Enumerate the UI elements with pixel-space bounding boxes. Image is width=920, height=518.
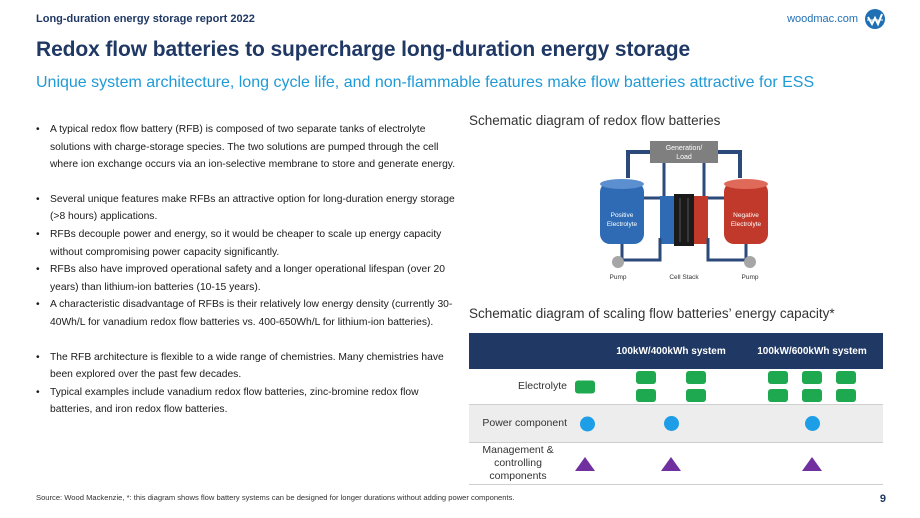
positive-tank: [600, 182, 644, 244]
woodmac-logo-icon: [865, 9, 885, 29]
negative-tank-top: [724, 179, 768, 189]
row-label-cell: Management & controlling components: [469, 443, 601, 484]
negative-label-line2: Electrolyte: [731, 221, 762, 228]
management-unit-icon: [661, 456, 681, 471]
management-legend-icon: [575, 456, 595, 471]
management-sys2-cell: [741, 443, 883, 484]
page-title: Redox flow batteries to supercharge long…: [36, 38, 691, 61]
bullet-list: A typical redox flow battery (RFB) is co…: [36, 121, 456, 419]
management-sys1-cell: [601, 443, 741, 484]
electrolyte-unit-icon: [686, 371, 706, 384]
pump-left-label: Pump: [610, 274, 627, 281]
bullet-item: RFBs decouple power and energy, so it wo…: [36, 226, 456, 261]
electrolyte-unit-icon: [836, 389, 856, 402]
bullet-item: A characteristic disadvantage of RFBs is…: [36, 296, 456, 331]
electrolyte-unit-icon: [802, 371, 822, 384]
cell-stack-right: [694, 196, 708, 244]
cell-stack-left: [660, 196, 674, 244]
row-label-management: Management & controlling components: [482, 444, 554, 482]
cell-stack-label: Cell Stack: [669, 274, 699, 281]
electrolyte-unit-icon: [768, 389, 788, 402]
electrolyte-unit-icon: [636, 389, 656, 402]
bullet-item: Typical examples include vanadium redox …: [36, 384, 456, 419]
negative-tank: [724, 182, 768, 244]
load-label-line1: Generation/: [666, 145, 703, 152]
electrolyte-unit-icon: [768, 371, 788, 384]
row-label-cell: Electrolyte: [469, 369, 601, 404]
row-label-electrolyte: Electrolyte: [517, 380, 567, 392]
circuit-wire-inner: [662, 158, 706, 198]
header-cell-empty: [469, 333, 601, 369]
source-note: Source: Wood Mackenzie, *: this diagram …: [36, 493, 515, 502]
row-label-cell: Power component: [469, 405, 601, 442]
power-sys1-cell: [601, 405, 741, 442]
bullet-item: Several unique features make RFBs an att…: [36, 191, 456, 226]
row-label-power: Power component: [482, 417, 567, 429]
pump-left-icon: [612, 256, 624, 268]
diagram-title-scaling: Schematic diagram of scaling flow batter…: [469, 306, 835, 321]
electrolyte-sys1-units: [636, 371, 706, 402]
cell-stack-membrane: [674, 194, 694, 246]
electrolyte-sys1-cell: [601, 369, 741, 404]
scaling-table: 100kW/400kWh system 100kW/600kWh system …: [469, 333, 883, 485]
bullet-item: A typical redox flow battery (RFB) is co…: [36, 121, 456, 174]
site-link[interactable]: woodmac.com: [787, 13, 858, 25]
electrolyte-legend-icon: [575, 380, 595, 393]
report-label: Long-duration energy storage report 2022: [36, 13, 255, 25]
electrolyte-unit-icon: [836, 371, 856, 384]
pump-right-icon: [744, 256, 756, 268]
table-row-electrolyte: Electrolyte: [469, 369, 883, 405]
header-cell-600kwh: 100kW/600kWh system: [757, 345, 867, 357]
table-row-power: Power component: [469, 405, 883, 443]
page-subtitle: Unique system architecture, long cycle l…: [36, 74, 815, 91]
electrolyte-sys2-cell: [741, 369, 883, 404]
power-sys2-cell: [741, 405, 883, 442]
load-label-line2: Load: [676, 154, 692, 161]
rfb-schematic: Generation/ Load Positive Electrolyte Ne…: [600, 141, 768, 281]
table-row-management: Management & controlling components: [469, 443, 883, 485]
bullet-item: The RFB architecture is flexible to a wi…: [36, 349, 456, 384]
pipe-right: [706, 238, 748, 262]
positive-label-line2: Electrolyte: [607, 221, 638, 228]
positive-label-line1: Positive: [611, 212, 634, 219]
power-legend-icon: [580, 416, 595, 431]
header-cell-400kwh: 100kW/400kWh system: [616, 345, 726, 357]
electrolyte-sys2-units: [768, 371, 856, 402]
electrolyte-unit-icon: [802, 389, 822, 402]
negative-label-line1: Negative: [733, 212, 759, 219]
bullet-item: RFBs also have improved operational safe…: [36, 261, 456, 296]
power-unit-icon: [663, 416, 679, 431]
load-box: [650, 141, 718, 163]
diagram-title-rfb: Schematic diagram of redox flow batterie…: [469, 113, 721, 128]
positive-tank-top: [600, 179, 644, 189]
page-number: 9: [879, 493, 886, 505]
electrolyte-unit-icon: [636, 371, 656, 384]
management-unit-icon: [802, 456, 822, 471]
power-unit-icon: [804, 416, 820, 431]
table-header: 100kW/400kWh system 100kW/600kWh system: [469, 333, 883, 369]
pump-right-label: Pump: [742, 274, 759, 281]
pipe-left: [620, 238, 662, 262]
electrolyte-unit-icon: [686, 389, 706, 402]
